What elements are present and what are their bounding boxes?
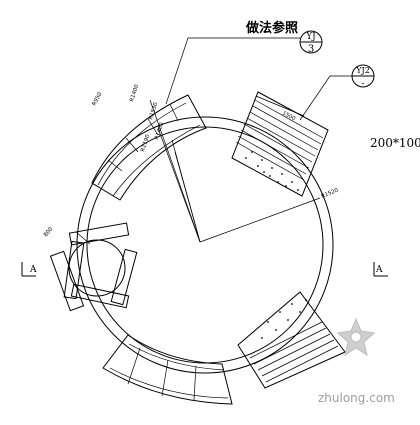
ref-a-bottom: 3 bbox=[308, 44, 314, 55]
circular-path bbox=[76, 116, 334, 374]
watermark-logo-icon bbox=[336, 317, 376, 357]
dim-r1530: R1530 bbox=[148, 101, 159, 120]
watermark: zhulong.com bbox=[318, 317, 395, 405]
dim-r1520: R1520 bbox=[321, 187, 340, 199]
bench-lower bbox=[102, 334, 233, 405]
size-note: 200*100 bbox=[370, 136, 420, 150]
ref-a-top: YJ bbox=[305, 32, 316, 42]
section-markers bbox=[21, 262, 388, 277]
tree-pool bbox=[49, 222, 138, 312]
watermark-text: zhulong.com bbox=[318, 391, 395, 405]
detail-reference-yj2: YJ2 - bbox=[351, 64, 375, 89]
dimension-lines bbox=[75, 99, 321, 245]
dim-r950: R950 bbox=[91, 91, 103, 107]
leader-lines bbox=[165, 37, 352, 121]
ref-b-bottom: - bbox=[361, 79, 364, 89]
section-label-right: A bbox=[375, 265, 383, 275]
detail-reference-yj3: YJ 3 bbox=[299, 30, 323, 55]
planting-bed-upper-right bbox=[231, 91, 329, 197]
dim-800: 800 bbox=[43, 226, 55, 238]
dim-r1190: R1190 bbox=[140, 133, 151, 152]
method-reference-label: 做法参照 bbox=[245, 20, 298, 36]
dim-r1400: R1400 bbox=[129, 83, 140, 102]
bench-upper-left bbox=[91, 94, 207, 201]
ref-b-top: YJ2 bbox=[355, 66, 370, 75]
planting-bed-lower-right bbox=[237, 291, 346, 389]
section-label-left: A bbox=[29, 265, 37, 275]
dim-r1400b: R1400 bbox=[154, 121, 165, 140]
